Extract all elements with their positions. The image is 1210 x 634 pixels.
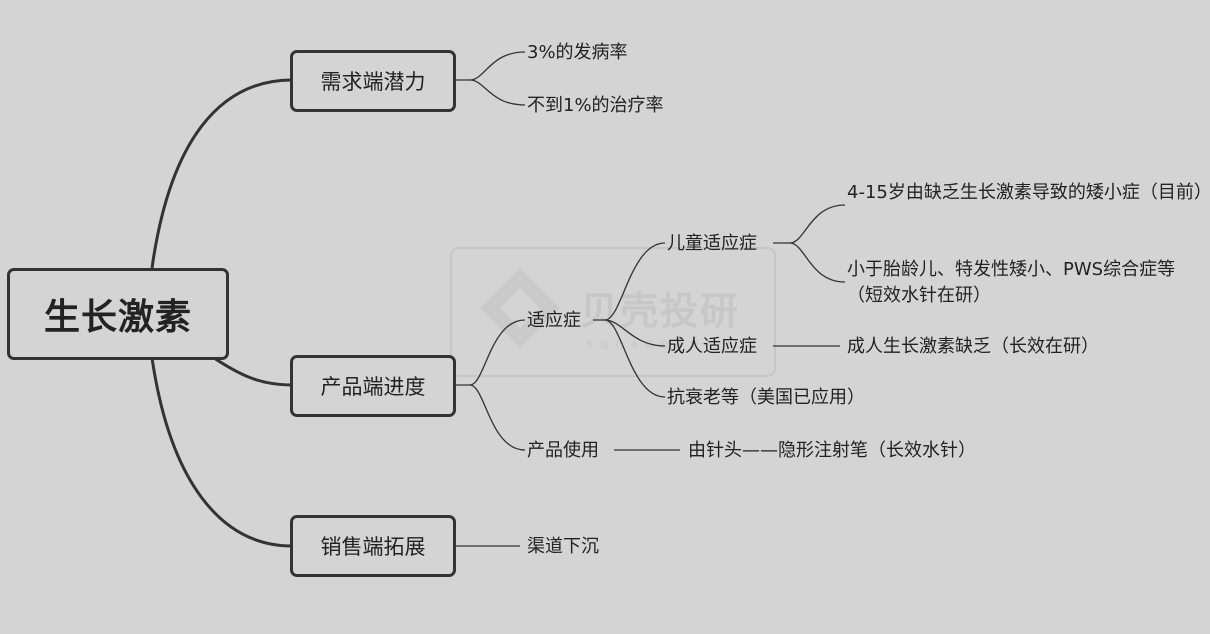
indication-antiaging[interactable]: 抗衰老等（美国已应用） bbox=[667, 387, 865, 408]
branch-sales[interactable]: 销售端拓展 bbox=[290, 515, 456, 577]
edge-demand-item2 bbox=[469, 79, 526, 106]
branch-product-label: 产品端进度 bbox=[320, 375, 426, 399]
indication-adult[interactable]: 成人适应症 bbox=[667, 336, 757, 357]
edge-indication-child bbox=[593, 242, 666, 321]
product-usage-detail[interactable]: 由针头——隐形注射笔（长效水针） bbox=[688, 440, 976, 461]
demand-item-incidence[interactable]: 3%的发病率 bbox=[527, 42, 628, 63]
child-item-current[interactable]: 4-15岁由缺乏生长激素导致的矮小症（目前） bbox=[847, 182, 1210, 203]
sales-item-channel[interactable]: 渠道下沉 bbox=[527, 536, 599, 557]
adult-item-deficiency[interactable]: 成人生长激素缺乏（长效在研） bbox=[847, 336, 1099, 357]
root-label: 生长激素 bbox=[43, 297, 192, 338]
branch-demand[interactable]: 需求端潜力 bbox=[290, 50, 456, 112]
branch-product[interactable]: 产品端进度 bbox=[290, 355, 456, 417]
indication-child[interactable]: 儿童适应症 bbox=[667, 233, 757, 254]
watermark-subtext: 专注行业研究分析 bbox=[585, 341, 706, 351]
edge-child-item2 bbox=[789, 242, 846, 283]
branch-sales-label: 销售端拓展 bbox=[320, 535, 426, 559]
branch-demand-label: 需求端潜力 bbox=[320, 70, 426, 94]
root-node[interactable]: 生长激素 bbox=[7, 268, 229, 360]
edge-root-sales bbox=[150, 357, 293, 548]
watermark-text: 贝壳投研 bbox=[580, 289, 741, 333]
edge-indication-antiaging bbox=[604, 319, 666, 398]
edge-root-product bbox=[213, 356, 293, 387]
demand-item-treatment[interactable]: 不到1%的治疗率 bbox=[527, 95, 664, 116]
edge-product-indication bbox=[456, 319, 526, 386]
product-usage[interactable]: 产品使用 bbox=[527, 440, 599, 461]
product-indication[interactable]: 适应症 bbox=[527, 310, 581, 331]
edge-demand-item1 bbox=[456, 51, 526, 81]
edge-indication-adult bbox=[604, 319, 666, 347]
edge-product-usage bbox=[469, 384, 526, 451]
child-item-research[interactable]: 小于胎龄儿、特发性矮小、PWS综合症等（短效水针在研） bbox=[847, 259, 1176, 306]
edge-root-demand bbox=[150, 78, 293, 269]
edge-child-item1 bbox=[773, 204, 846, 244]
